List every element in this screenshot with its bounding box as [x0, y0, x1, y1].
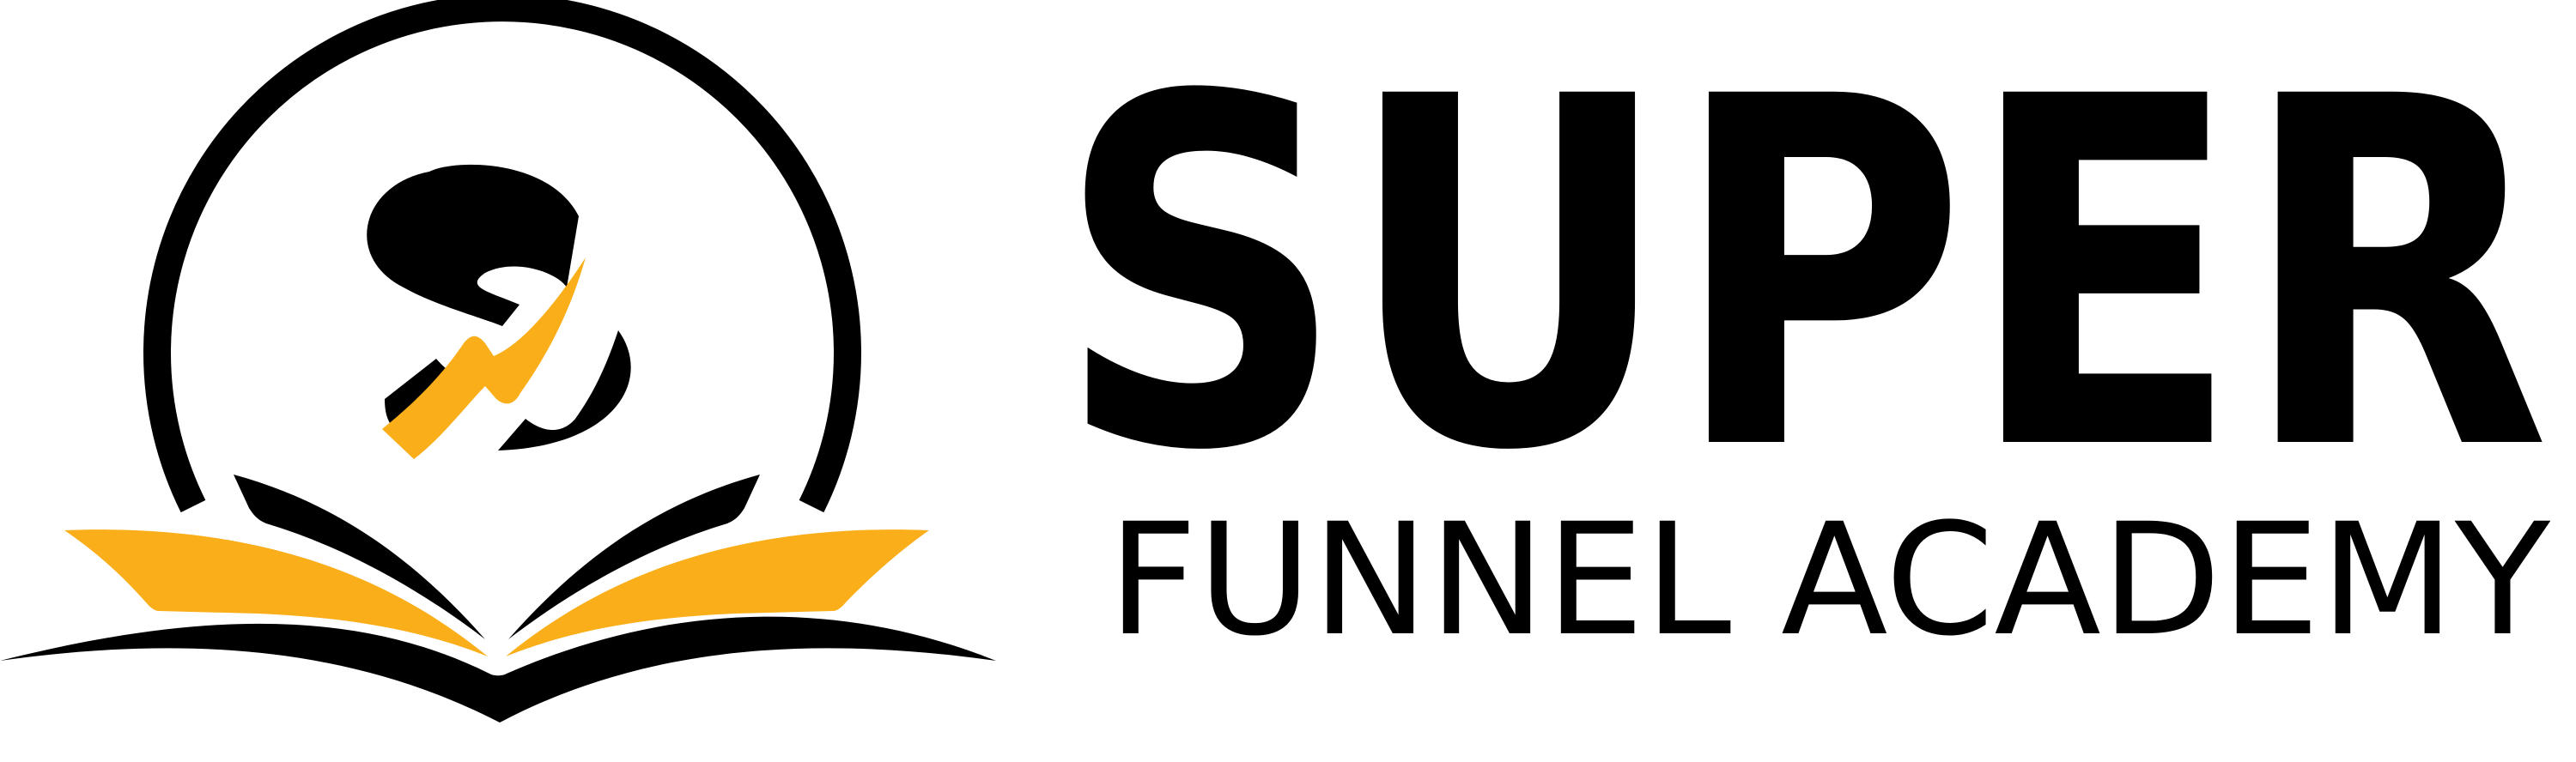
brand-subtitle: FUNNEL ACADEMY [1056, 491, 2551, 670]
lightning-bolt-icon [382, 257, 586, 459]
brand-name: SUPER [1056, 0, 2550, 556]
circle-arc-icon [143, 0, 861, 513]
brand-name-text: SUPER [1056, 51, 2550, 498]
book-right-cover [506, 529, 929, 656]
wordmark: SUPER FUNNEL ACADEMY [1056, 0, 2551, 738]
book-right-inner-page [508, 475, 760, 639]
s-letter-icon [367, 164, 631, 451]
book-base [0, 616, 996, 723]
book-left-cover [64, 529, 488, 656]
brand-subtitle-text: FUNNEL ACADEMY [1108, 498, 2550, 669]
book-with-s-and-lightning-icon [0, 0, 996, 762]
book-left-inner-page [234, 475, 485, 639]
